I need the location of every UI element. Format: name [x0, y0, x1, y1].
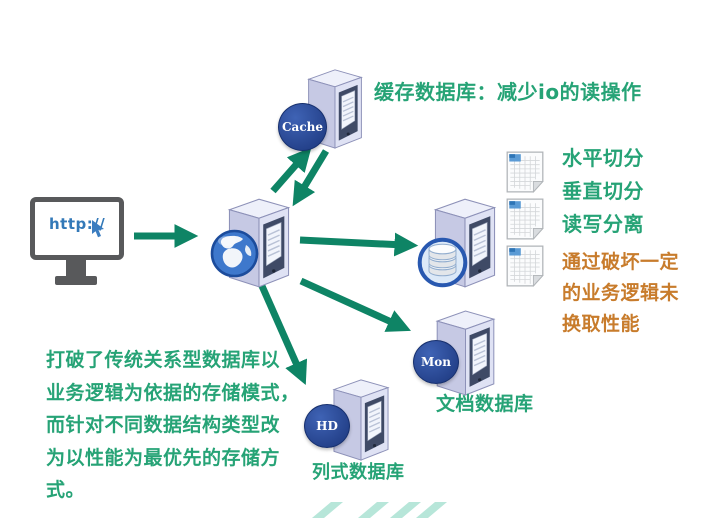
column-db-label: 列式数据库	[312, 462, 405, 483]
globe-icon	[210, 229, 259, 278]
spreadsheet-icon	[504, 150, 546, 194]
monitor-stand-base	[55, 276, 97, 285]
relational-features-list: 水平切分 垂直切分 读写分离	[562, 142, 644, 241]
cache-note: 缓存数据库：减少io的读操作	[374, 80, 642, 104]
cursor-icon	[92, 220, 104, 238]
nosql-explanation-paragraph: 打破了传统关系型数据库以 业务逻辑为依据的存储模式， 而针对不同数据结构类型改 …	[46, 344, 300, 507]
monitor-stand-neck	[66, 260, 86, 276]
cache-badge: Cache	[278, 103, 327, 151]
arrow-webserver-to-document-db	[299, 277, 412, 332]
column-db-badge: HD	[304, 404, 350, 448]
document-db-label: 文档数据库	[436, 393, 534, 415]
watermark-shapes	[312, 502, 447, 518]
feature-item: 垂直切分	[562, 179, 644, 203]
spreadsheet-icon	[504, 244, 546, 288]
feature-item: 水平切分	[562, 146, 644, 170]
spreadsheet-icon	[504, 197, 546, 241]
document-db-badge: Mon	[413, 340, 459, 384]
paragraph-line: 而针对不同数据结构类型改	[46, 414, 281, 437]
client-monitor-icon: http://	[30, 197, 124, 260]
feature-item: 读写分离	[562, 212, 644, 236]
tradeoff-line: 换取性能	[562, 313, 641, 335]
relational-tradeoff-note: 通过破坏一定 的业务逻辑未 换取性能	[562, 247, 679, 340]
paragraph-line: 业务逻辑为依据的存储模式，	[46, 381, 300, 404]
arrow-webserver-to-relational-db	[299, 232, 419, 257]
paragraph-line: 式。	[46, 479, 86, 502]
database-stack-icon	[417, 237, 468, 288]
paragraph-line: 为以性能为最优先的存储方	[46, 446, 281, 469]
arrow-webserver-to-column-db	[258, 284, 308, 386]
arrow-cache-to-webserver	[292, 149, 329, 207]
paragraph-line: 打破了传统关系型数据库以	[46, 349, 281, 371]
column-db-badge-label: HD	[316, 419, 338, 433]
tradeoff-line: 的业务逻辑未	[562, 282, 680, 304]
document-db-badge-label: Mon	[420, 355, 451, 369]
tradeoff-line: 通过破坏一定	[562, 251, 680, 273]
cache-badge-label: Cache	[282, 120, 323, 134]
url-label: http://	[49, 215, 106, 233]
arrow-webserver-to-cache	[270, 147, 312, 194]
